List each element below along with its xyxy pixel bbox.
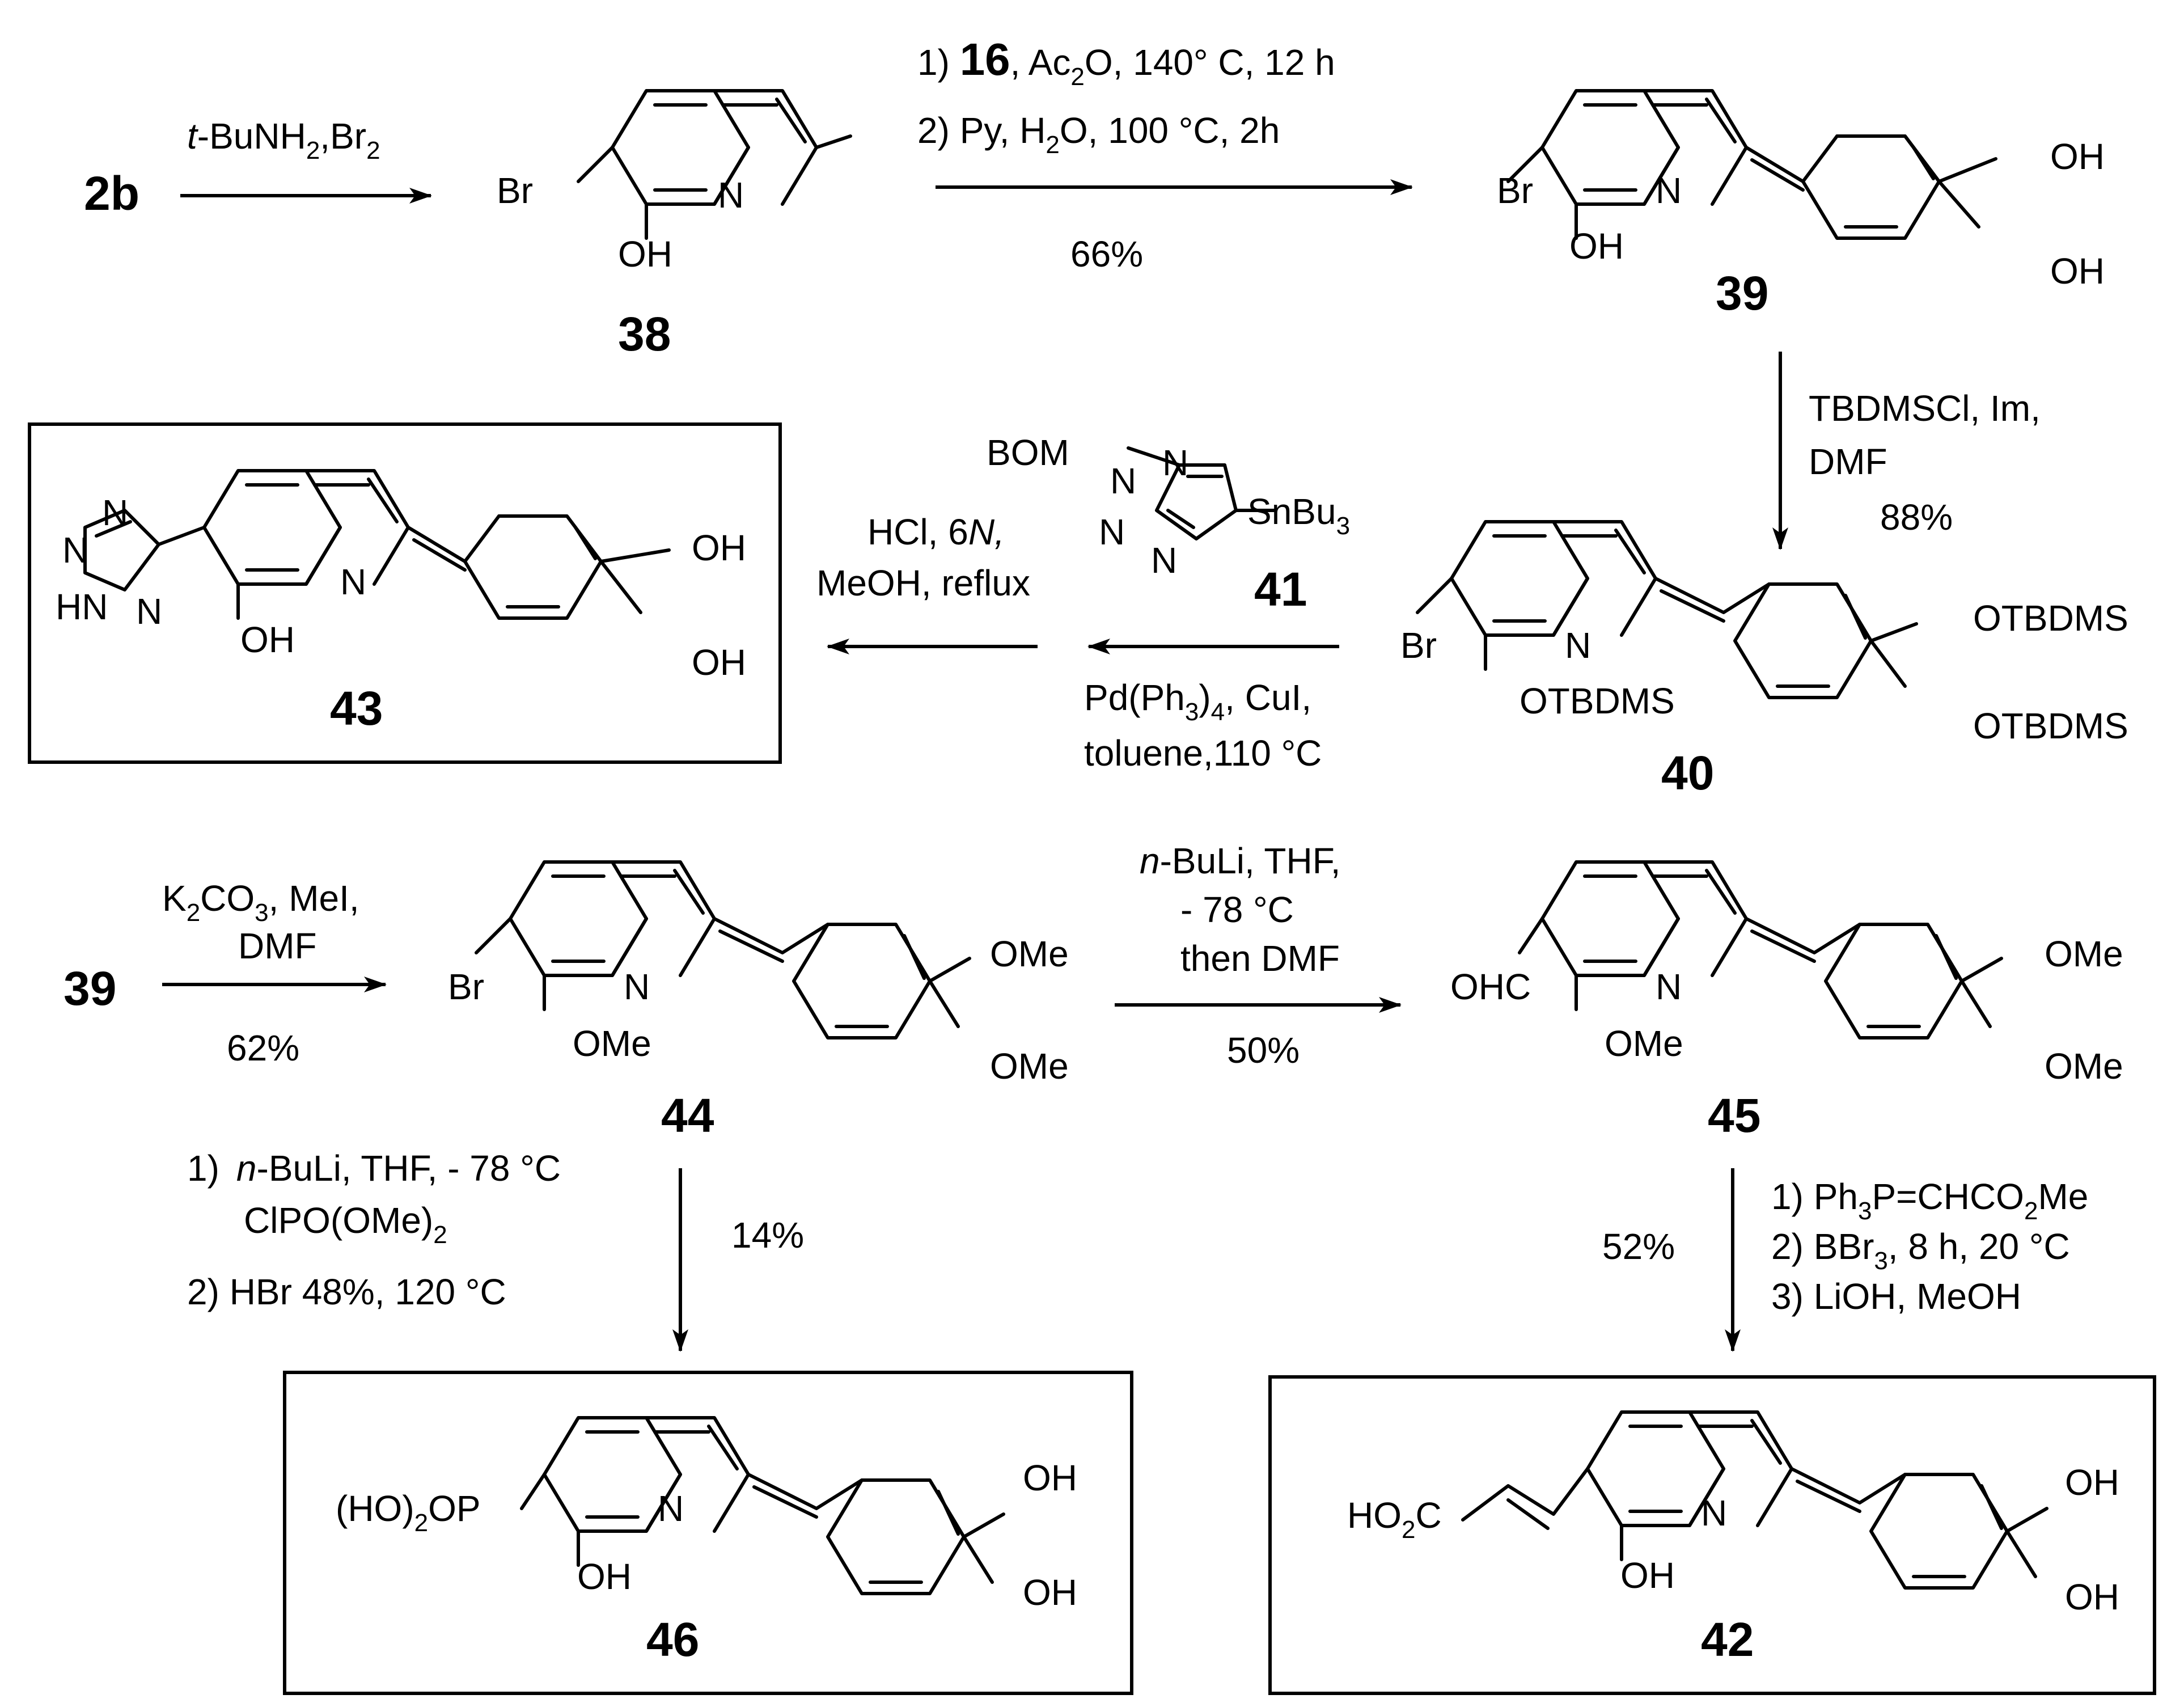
reagent-py-h2o: 2) Py, H2O, 100 °C, 2h	[917, 110, 1280, 159]
atom-n-46: N	[658, 1488, 684, 1529]
atom-n-45: N	[1656, 966, 1682, 1007]
compound-46-label: 46	[646, 1613, 699, 1666]
reagent-r8-line3: 2) HBr 48%, 120 °C	[187, 1271, 506, 1312]
reagent-r9-line3: 3) LiOH, MeOH	[1771, 1276, 2021, 1317]
atom-co2h-42: HO2C	[1347, 1495, 1442, 1544]
atom-n-41-a: N	[1110, 460, 1136, 501]
atom-br-44: Br	[448, 966, 484, 1007]
compound-38-label: 38	[618, 307, 671, 361]
structure-44	[475, 860, 971, 1039]
reagent-dmf-44: DMF	[238, 926, 317, 966]
structure-46	[520, 1416, 1005, 1595]
atom-n-41-b: N	[1162, 442, 1188, 483]
atom-oh-42-a: OH	[2065, 1462, 2119, 1503]
atom-oh-42-b: OH	[2065, 1577, 2119, 1617]
compound-39-label-row3: 39	[64, 962, 116, 1015]
atom-oh-39-phenol: OH	[1569, 226, 1624, 267]
yield-44-46: 14%	[731, 1215, 804, 1256]
atom-n-43-a: N	[102, 492, 128, 533]
atom-oh-43-phenol: OH	[240, 619, 295, 660]
atom-oh-46-b: OH	[1023, 1572, 1077, 1613]
atom-otbdms-40-b: OTBDMS	[1973, 598, 2128, 639]
structure-42	[1461, 1410, 2048, 1590]
compound-39-label: 39	[1716, 267, 1768, 320]
yield-39-44: 62%	[227, 1028, 299, 1068]
reagent-r8-line1: 1)n-BuLi, THF, - 78 °C	[187, 1148, 561, 1189]
compound-42-label: 42	[1701, 1613, 1754, 1666]
yield-38-39: 66%	[1070, 234, 1143, 274]
atom-n-44: N	[624, 966, 650, 1007]
compound-43-label: 43	[330, 682, 383, 735]
atom-n-42: N	[1701, 1493, 1727, 1533]
compound-45-label: 45	[1708, 1089, 1760, 1142]
atom-br-38: Br	[497, 170, 533, 211]
reagent-nbuli-thf: n-BuLi, THF,	[1140, 840, 1341, 881]
atom-po3h2-46: (HO)2OP	[336, 1488, 481, 1537]
reagent-hcl: HCl, 6N,	[867, 512, 1005, 552]
atom-oh-43-a: OH	[692, 527, 746, 568]
reagent-dmf-40: DMF	[1809, 441, 1887, 482]
compound-2b-label: 2b	[84, 167, 139, 220]
atom-otbdms-40-a: OTBDMS	[1520, 681, 1675, 721]
atom-ome-45-c: OMe	[2045, 1046, 2123, 1087]
atom-ome-44-b: OMe	[990, 933, 1069, 974]
atom-ome-45-b: OMe	[2045, 933, 2123, 974]
compound-41-label: 41	[1254, 563, 1307, 616]
reagent-meoh-reflux: MeOH, reflux	[816, 563, 1030, 603]
reagent-tbdmscl: TBDMSCl, Im,	[1809, 388, 2041, 429]
reagent-r9-line1: 1) Ph3P=CHCO2Me	[1771, 1176, 2088, 1225]
atom-n-38: N	[718, 175, 744, 215]
reagent-minus78: - 78 °C	[1180, 889, 1294, 930]
yield-44-45: 50%	[1227, 1030, 1300, 1071]
atom-oh-42-phenol: OH	[1620, 1555, 1675, 1596]
structure-40	[1416, 520, 1918, 699]
reagent-k2co3: K2CO3, MeI,	[162, 878, 359, 927]
atom-ohc-45: OHC	[1450, 966, 1531, 1007]
atom-oh-46-a: OH	[1023, 1457, 1077, 1498]
atom-hn-43: HN	[56, 586, 108, 627]
reagent-pd-cui: Pd(Ph3)4, CuI,	[1084, 677, 1311, 726]
atom-ome-45-a: OMe	[1605, 1023, 1683, 1064]
reagent-16-ac2o: 1) 16, Ac2O, 140° C, 12 h	[917, 34, 1335, 91]
box-46	[283, 1371, 1133, 1695]
reagent-r8-line2: ClPO(OMe)2	[244, 1200, 447, 1249]
atom-otbdms-40-c: OTBDMS	[1973, 705, 2128, 746]
atom-ome-44-c: OMe	[990, 1046, 1069, 1087]
atom-oh-46-phenol: OH	[577, 1556, 632, 1597]
reagent-toluene: toluene,110 °C	[1084, 733, 1322, 774]
structure-45	[1518, 860, 2003, 1039]
atom-br-39: Br	[1497, 170, 1533, 211]
reagent-r9-line2: 2) BBr3, 8 h, 20 °C	[1771, 1226, 2070, 1275]
compound-44-label: 44	[661, 1089, 714, 1142]
compound-40-label: 40	[1661, 746, 1714, 800]
atom-oh-38: OH	[618, 234, 672, 274]
box-42	[1268, 1375, 2156, 1695]
atom-n-40: N	[1565, 625, 1591, 666]
atom-n-43-c: N	[136, 591, 162, 632]
atom-oh-39-b: OH	[2050, 251, 2105, 291]
reagent-tbunh2-br2: t-BuNH2,Br2	[187, 116, 380, 164]
structure-43	[83, 469, 671, 620]
atom-oh-39-a: OH	[2050, 136, 2105, 177]
yield-45-42: 52%	[1602, 1226, 1675, 1267]
atom-br-40: Br	[1400, 625, 1437, 666]
atom-n-43-b: N	[62, 530, 88, 571]
box-43	[28, 422, 782, 764]
atom-n-41-c: N	[1099, 512, 1125, 552]
reagent-then-dmf: then DMF	[1180, 938, 1340, 979]
atom-oh-43-b: OH	[692, 642, 746, 683]
atom-ome-44-a: OMe	[573, 1023, 651, 1064]
structure-39	[1506, 89, 1997, 240]
atom-snbu3: SnBu3	[1247, 491, 1350, 540]
structure-41	[1127, 446, 1277, 540]
atom-n-43-quin: N	[340, 561, 366, 602]
structure-38	[577, 89, 852, 240]
atom-n-41-d: N	[1151, 540, 1177, 581]
yield-39-40: 88%	[1880, 497, 1953, 538]
atom-n-39: N	[1656, 170, 1682, 211]
atom-bom-41: BOM	[987, 432, 1069, 473]
